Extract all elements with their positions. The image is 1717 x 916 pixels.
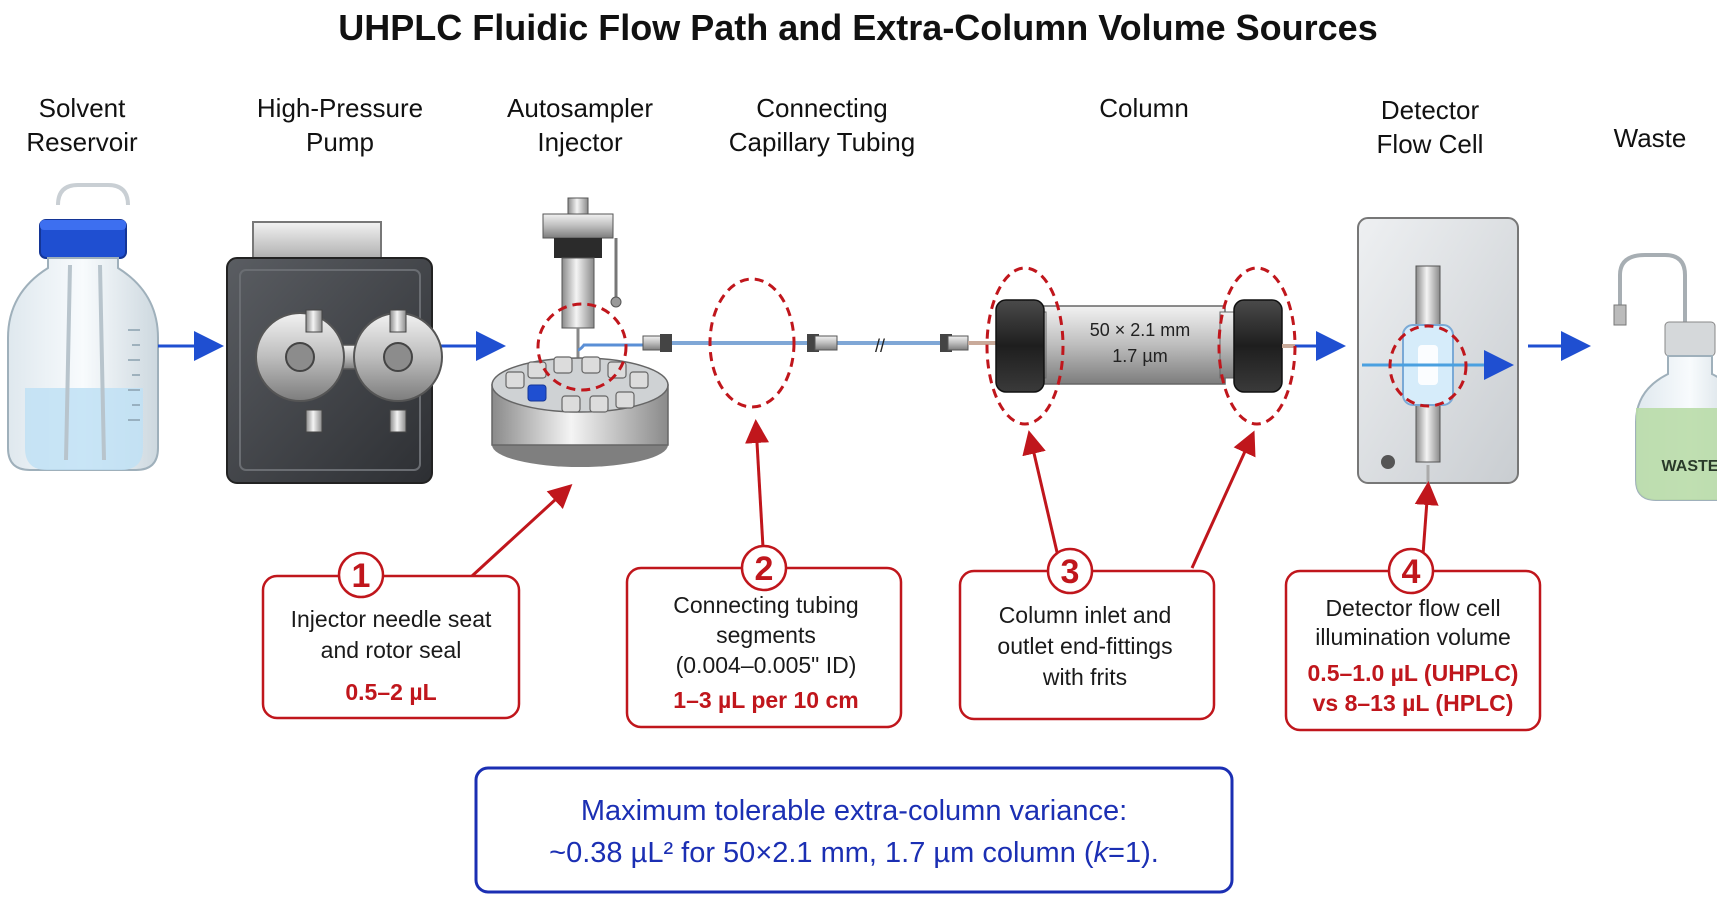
detector-flow-cell xyxy=(1357,217,1519,500)
label-pump-2: Pump xyxy=(306,127,374,157)
source-number-3: 3 xyxy=(1061,553,1080,591)
source-1-line-1: Injector needle seat xyxy=(291,606,492,632)
waste-bottle-label: WASTE xyxy=(1662,458,1717,475)
source-4-line-1: Detector flow cell xyxy=(1325,595,1500,621)
uhplc-column: 50 × 2.1 mm 1.7 µm xyxy=(995,299,1295,393)
autosampler-injector xyxy=(491,197,669,467)
source-number-1: 1 xyxy=(352,557,371,595)
source-2-line-3: (0.004–0.005" ID) xyxy=(676,652,857,678)
label-detector-1: Detector xyxy=(1381,95,1480,125)
source-box-3: 3 Column inlet and outlet end-fittings w… xyxy=(958,547,1216,721)
source-3-line-3: with frits xyxy=(1042,664,1127,690)
source-2-volume: 1–3 µL per 10 cm xyxy=(673,687,858,713)
source-number-4: 4 xyxy=(1402,553,1421,591)
solvent-reservoir-bottle xyxy=(7,183,159,471)
summary-box: Maximum tolerable extra-column variance:… xyxy=(474,766,1234,894)
column-particle-size: 1.7 µm xyxy=(1112,346,1167,366)
tubing-break-mark: // xyxy=(875,336,885,356)
source-box-1: 1 Injector needle seat and rotor seal 0.… xyxy=(261,551,521,720)
summary-k-symbol: k xyxy=(1094,837,1110,869)
source-4-line-2: illumination volume xyxy=(1315,624,1511,650)
source-number-2: 2 xyxy=(755,550,774,588)
source-3-line-1: Column inlet and xyxy=(999,602,1172,628)
label-tubing-2: Capillary Tubing xyxy=(729,127,915,157)
label-tubing-1: Connecting xyxy=(756,93,888,123)
source-3-line-2: outlet end-fittings xyxy=(997,633,1172,659)
high-pressure-pump xyxy=(226,221,443,484)
label-column: Column xyxy=(1099,93,1189,123)
label-detector-2: Flow Cell xyxy=(1377,129,1484,159)
capillary-tubing: // xyxy=(642,334,1000,356)
label-pump-1: High-Pressure xyxy=(257,93,423,123)
waste-bottle: WASTE xyxy=(1613,253,1717,501)
source-2-line-1: Connecting tubing xyxy=(673,592,858,618)
label-autosampler-2: Injector xyxy=(537,127,623,157)
callout-circle-column-outlet xyxy=(1217,266,1297,426)
summary-line-2-a: ~0.38 µL² for 50×2.1 mm, 1.7 µm column ( xyxy=(549,837,1094,869)
callout-circle-injector xyxy=(536,302,628,392)
summary-line-2-b: =1). xyxy=(1108,837,1159,869)
volume-callout-circles xyxy=(536,266,1468,426)
source-4-volume-uhplc: 0.5–1.0 µL (UHPLC) xyxy=(1308,660,1519,686)
summary-line-2: ~0.38 µL² for 50×2.1 mm, 1.7 µm column (… xyxy=(549,837,1159,869)
label-reservoir-2: Reservoir xyxy=(26,127,138,157)
column-dimensions: 50 × 2.1 mm xyxy=(1090,320,1191,340)
callout-circle-column-inlet xyxy=(985,266,1065,426)
callout-circle-tubing xyxy=(708,277,796,409)
source-1-line-2: and rotor seal xyxy=(321,637,462,663)
label-autosampler-1: Autosampler xyxy=(507,93,653,123)
callout-circle-flow-cell xyxy=(1388,324,1468,408)
label-waste: Waste xyxy=(1614,123,1687,153)
source-2-line-2: segments xyxy=(716,622,816,648)
page-title: UHPLC Fluidic Flow Path and Extra-Column… xyxy=(338,7,1377,48)
component-labels: Solvent Reservoir High-Pressure Pump Aut… xyxy=(26,93,1686,159)
source-box-4: 4 Detector flow cell illumination volume… xyxy=(1284,547,1542,732)
source-4-volume-hplc: vs 8–13 µL (HPLC) xyxy=(1313,690,1514,716)
label-reservoir-1: Solvent xyxy=(39,93,126,123)
summary-line-1: Maximum tolerable extra-column variance: xyxy=(581,795,1127,827)
source-1-volume: 0.5–2 µL xyxy=(345,679,436,705)
source-box-2: 2 Connecting tubing segments (0.004–0.00… xyxy=(625,544,903,729)
